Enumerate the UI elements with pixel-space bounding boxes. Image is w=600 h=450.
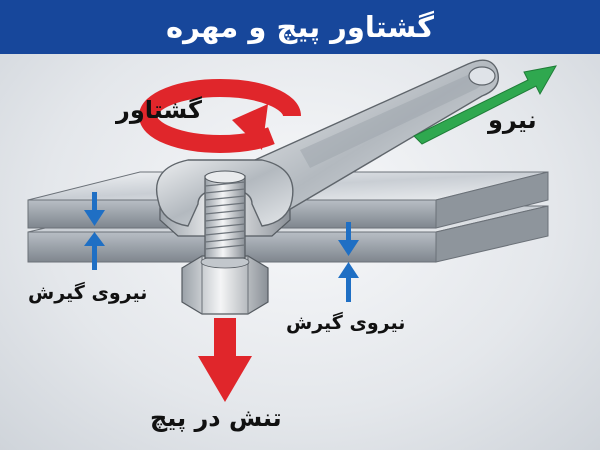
title-banner: گشتاور پیچ و مهره (0, 0, 600, 54)
clamp-force-label-left: نیروی گیرش (28, 282, 148, 304)
force-label: نیرو (488, 106, 537, 134)
torque-label: گشتاور (116, 96, 202, 124)
bolt-head (181, 255, 269, 315)
diagonal-arrow-icon (413, 65, 557, 145)
bolt-shaft (204, 170, 246, 259)
bolt-tension-label: تنش در پیچ (150, 404, 282, 432)
opposing-arrows-icon (84, 192, 105, 270)
page-title: گشتاور پیچ و مهره (165, 10, 435, 44)
opposing-arrows-icon-right (338, 222, 359, 302)
clamp-force-label-right: نیروی گیرش (286, 312, 406, 334)
curved-rotation-arrow-icon (139, 79, 301, 153)
wrench (156, 59, 500, 227)
down-arrow-icon (198, 318, 252, 402)
